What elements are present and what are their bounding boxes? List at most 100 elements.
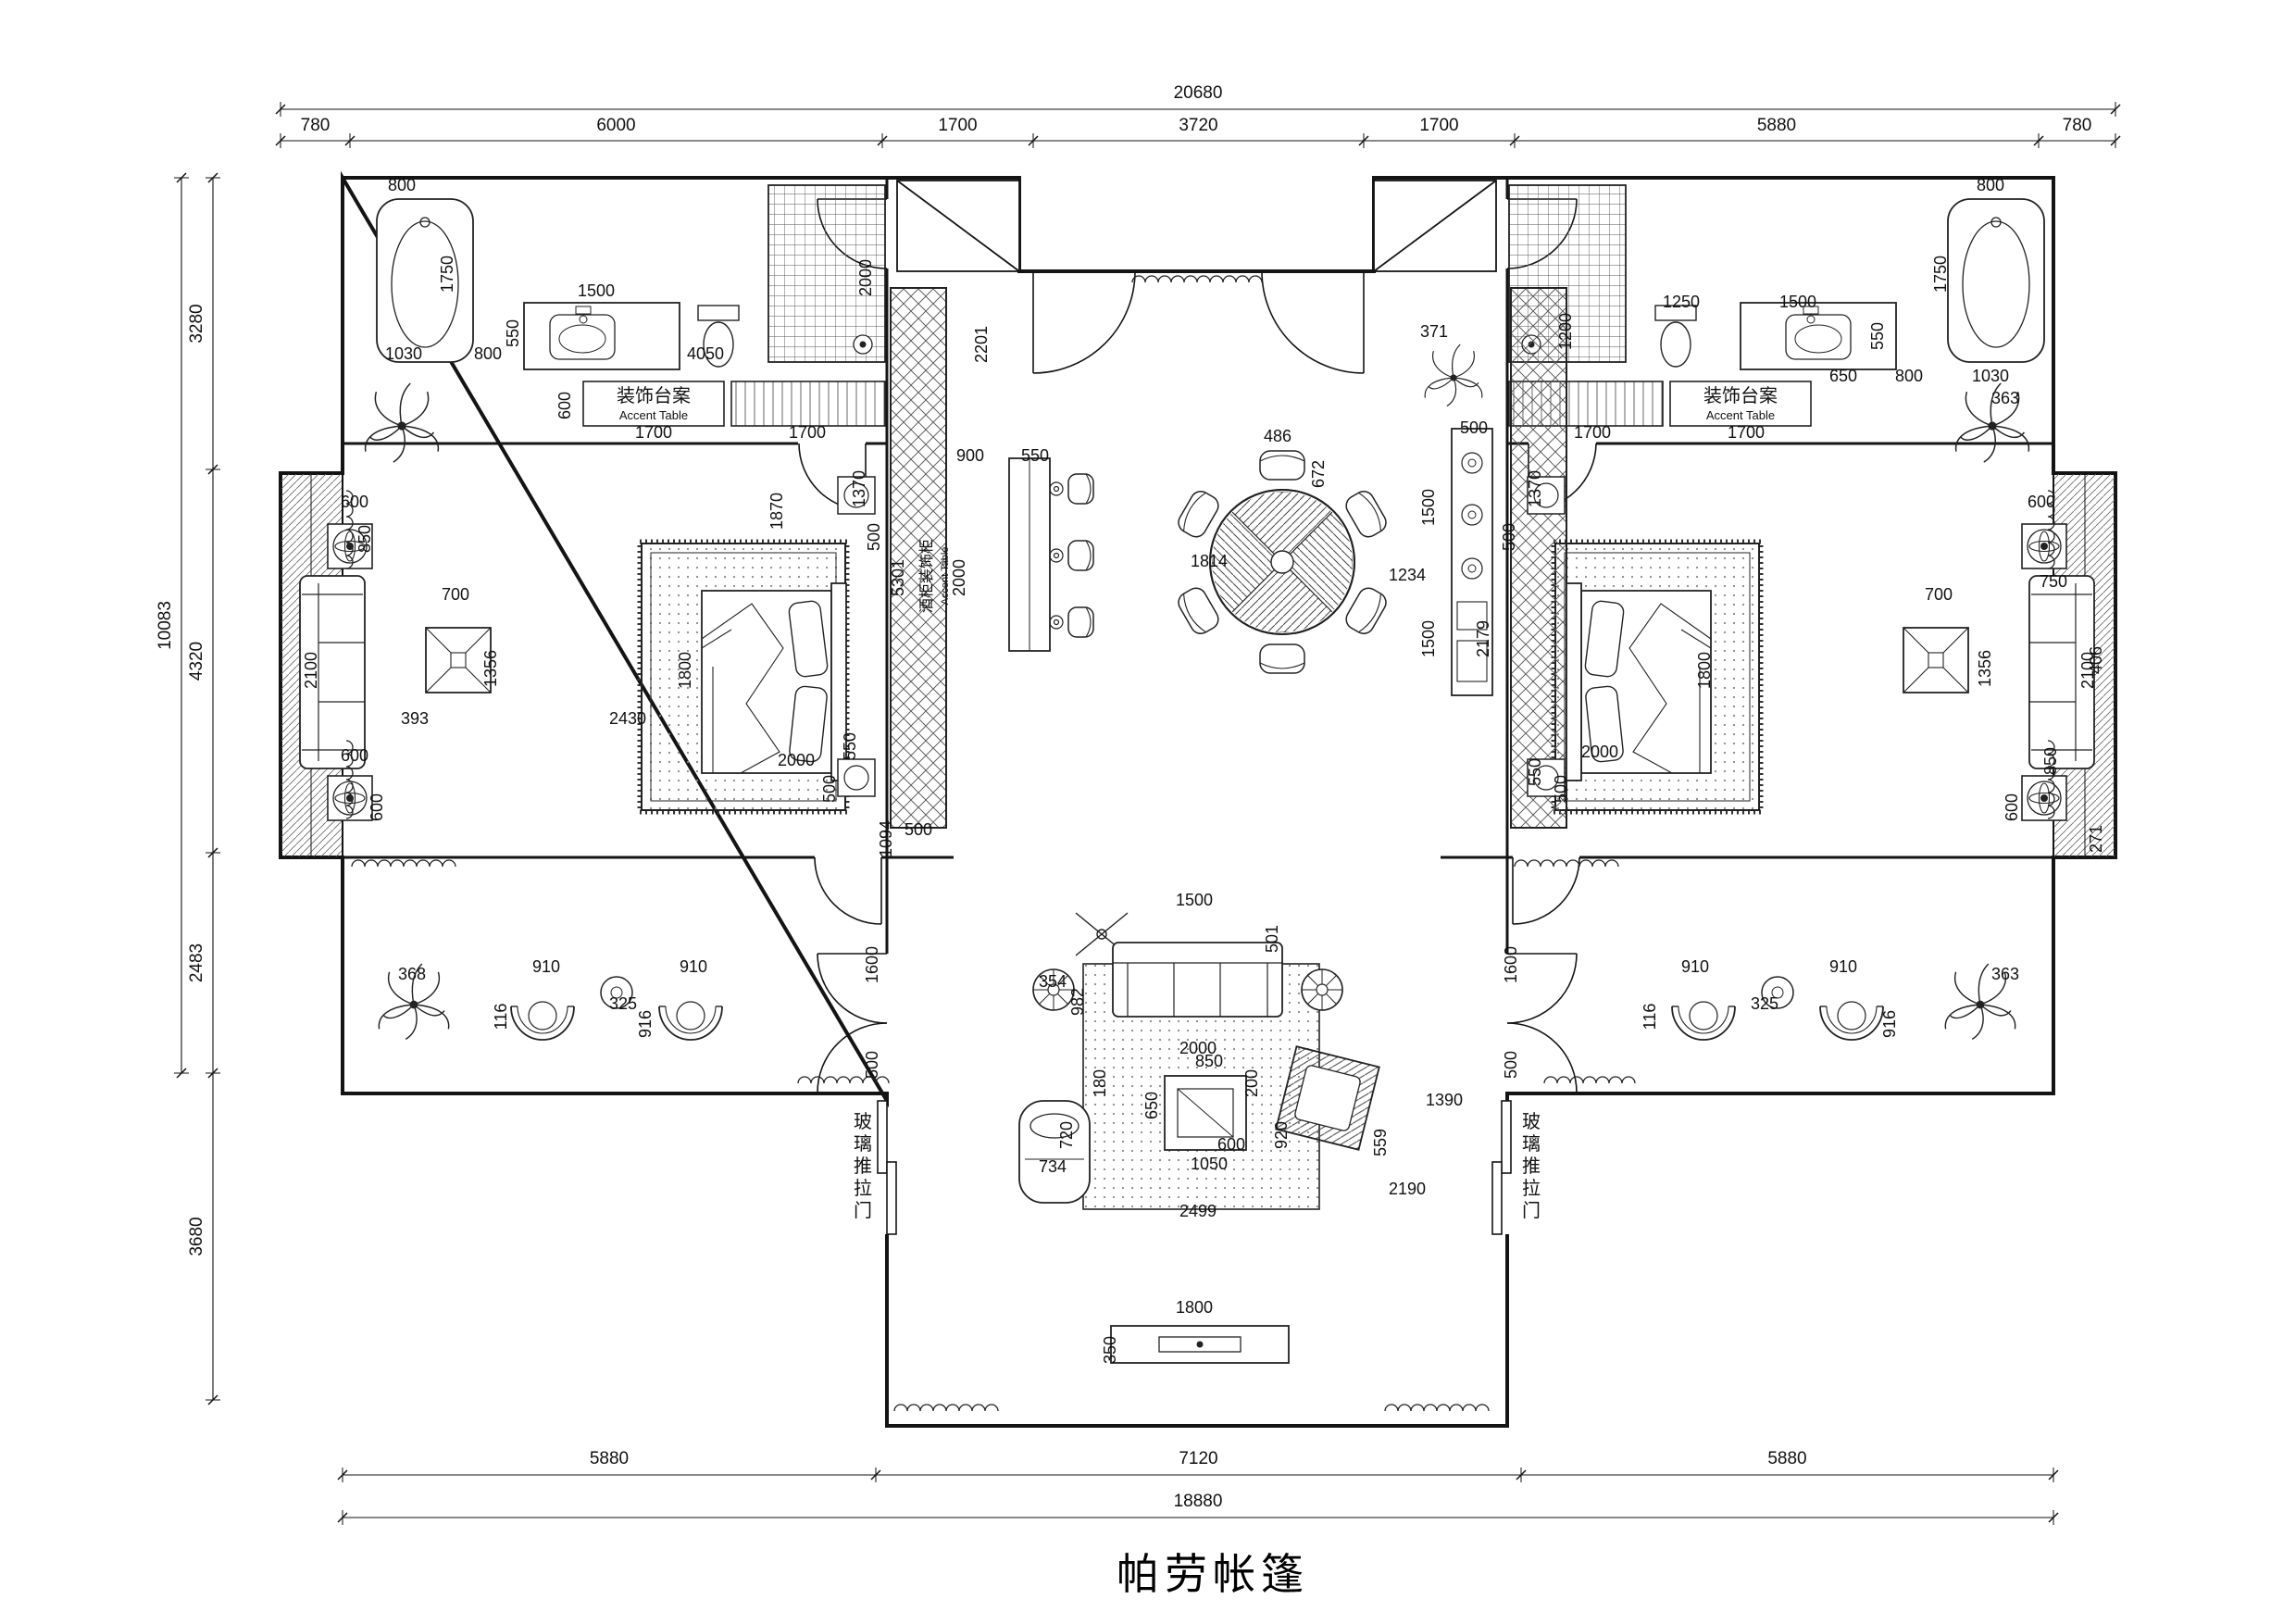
curtain-symbol bbox=[893, 1404, 999, 1412]
dimension-label: 325 bbox=[1751, 994, 1778, 1013]
dining-area bbox=[1008, 344, 1493, 696]
fan-table-left-bottom bbox=[327, 775, 373, 821]
dimension-label: 500 bbox=[1502, 1051, 1520, 1079]
tub-chair bbox=[510, 1001, 575, 1041]
dimension-label: 550 bbox=[841, 732, 859, 760]
dimension-label: 600 bbox=[555, 392, 574, 419]
chain-dimension-label: 5880 bbox=[590, 1449, 629, 1468]
dining-chair bbox=[1174, 583, 1223, 639]
dimension-label: 2000 bbox=[1581, 743, 1618, 761]
entry-closet-right bbox=[1373, 180, 1497, 272]
room-label: 装饰台案 bbox=[1703, 385, 1778, 406]
dimension-label: 650 bbox=[1142, 1092, 1161, 1119]
dimension-label: 734 bbox=[1039, 1157, 1067, 1176]
dimension-label: 2100 bbox=[2078, 652, 2097, 689]
dimension-label: 600 bbox=[368, 793, 386, 821]
dimension-label: 900 bbox=[956, 446, 984, 465]
accent-table-left bbox=[582, 381, 886, 427]
chain-dimension-label: 5880 bbox=[1757, 116, 1796, 135]
dimension-label: 1370 bbox=[1526, 470, 1544, 507]
curtain-scallops bbox=[345, 275, 2055, 1412]
shower-left bbox=[767, 184, 886, 363]
bar-cups bbox=[1049, 481, 1064, 630]
dimension-label: 1600 bbox=[863, 946, 881, 983]
dimension-label: 559 bbox=[1371, 1129, 1390, 1156]
dimension-label: 1500 bbox=[1419, 620, 1438, 657]
bathtub-right bbox=[1947, 198, 2045, 363]
room-label: Accent Table bbox=[619, 408, 688, 422]
dimension-label: 1390 bbox=[1426, 1091, 1463, 1109]
dimension-label: 2000 bbox=[856, 259, 875, 296]
dimension-label: 800 bbox=[474, 344, 502, 363]
dimension-label: 271 bbox=[2087, 825, 2105, 853]
dimension-label: 2000 bbox=[950, 559, 968, 596]
curtain-symbol bbox=[1543, 1076, 1636, 1084]
dining-chair bbox=[1341, 486, 1391, 542]
curtain-symbol bbox=[1514, 859, 1619, 868]
nightstand-left-bottom bbox=[837, 758, 876, 797]
interior-walls bbox=[343, 178, 2053, 1094]
dining-chair bbox=[1259, 450, 1305, 481]
dimension-label: 1500 bbox=[1419, 489, 1438, 526]
dimension-label: 910 bbox=[1681, 957, 1709, 976]
sideboard-right bbox=[1451, 428, 1493, 696]
chain-dimension-label: 3280 bbox=[187, 304, 206, 343]
wardrobe-right bbox=[1510, 287, 1567, 829]
dimension-label: 393 bbox=[401, 709, 429, 728]
dimension-label: 850 bbox=[2041, 747, 2060, 775]
dimension-label: 1870 bbox=[767, 493, 786, 530]
dimension-label: 486 bbox=[1264, 427, 1292, 445]
dimension-label: 325 bbox=[609, 994, 637, 1013]
dimension-label: 600 bbox=[2028, 493, 2055, 511]
dimension-label: 1356 bbox=[481, 650, 500, 687]
tv-console-living bbox=[1110, 1325, 1290, 1364]
dimension-label: 5301 bbox=[889, 559, 907, 596]
dimension-label: 500 bbox=[1552, 775, 1570, 803]
curtain-symbol bbox=[2047, 740, 2055, 819]
dimension-label: 550 bbox=[1526, 758, 1544, 786]
wardrobe-left bbox=[890, 287, 947, 829]
bed-right bbox=[1566, 582, 1712, 781]
bar-chair bbox=[1067, 540, 1094, 571]
dimension-label: 500 bbox=[1460, 418, 1488, 437]
dimension-label: 371 bbox=[1420, 322, 1448, 341]
dimension-label: 500 bbox=[820, 775, 839, 803]
dimension-label: 2179 bbox=[1474, 620, 1492, 657]
plant-dining bbox=[1424, 344, 1483, 407]
dimension-label: 1700 bbox=[1728, 423, 1765, 442]
dimension-label: 1814 bbox=[1191, 552, 1228, 570]
chain-dimension-label: 7120 bbox=[1179, 1449, 1217, 1468]
plant-left-bedroom bbox=[364, 382, 440, 463]
dimension-label: 500 bbox=[863, 1051, 881, 1079]
dimension-label: 700 bbox=[1925, 585, 1953, 604]
toilet-left bbox=[697, 305, 740, 368]
toilet-right bbox=[1654, 305, 1697, 368]
dimension-label: 600 bbox=[341, 493, 368, 511]
curtain-symbol bbox=[1384, 1404, 1490, 1412]
dimension-label: 600 bbox=[341, 746, 368, 765]
room-label: 玻璃推拉门 bbox=[854, 1111, 872, 1221]
nightstand-left-top bbox=[837, 476, 876, 515]
curtain-symbol bbox=[2047, 490, 2055, 569]
tub-chair bbox=[1671, 1001, 1736, 1041]
dimension-label: 982 bbox=[1068, 988, 1087, 1016]
sliding-door-right bbox=[1491, 1100, 1512, 1235]
room-label: 玻璃推拉门 bbox=[1522, 1111, 1541, 1221]
tv-cabinet-right bbox=[1903, 627, 1969, 693]
rattan-chair bbox=[1275, 1045, 1380, 1151]
dimension-label: 550 bbox=[1021, 446, 1049, 465]
dimension-label: 406 bbox=[2087, 646, 2105, 674]
dimension-label: 2100 bbox=[302, 652, 320, 689]
curtain-symbol bbox=[1131, 275, 1263, 283]
room-label: 酒柜装饰柜 bbox=[918, 539, 935, 613]
terrace-left bbox=[378, 963, 723, 1041]
dimension-label: 1500 bbox=[578, 281, 615, 300]
living-room bbox=[1018, 912, 1380, 1364]
sofa-left bbox=[299, 575, 366, 769]
dimension-label: 700 bbox=[442, 585, 469, 604]
dimension-label: 800 bbox=[388, 176, 416, 194]
chain-dimension-label: 5880 bbox=[1767, 1449, 1806, 1468]
